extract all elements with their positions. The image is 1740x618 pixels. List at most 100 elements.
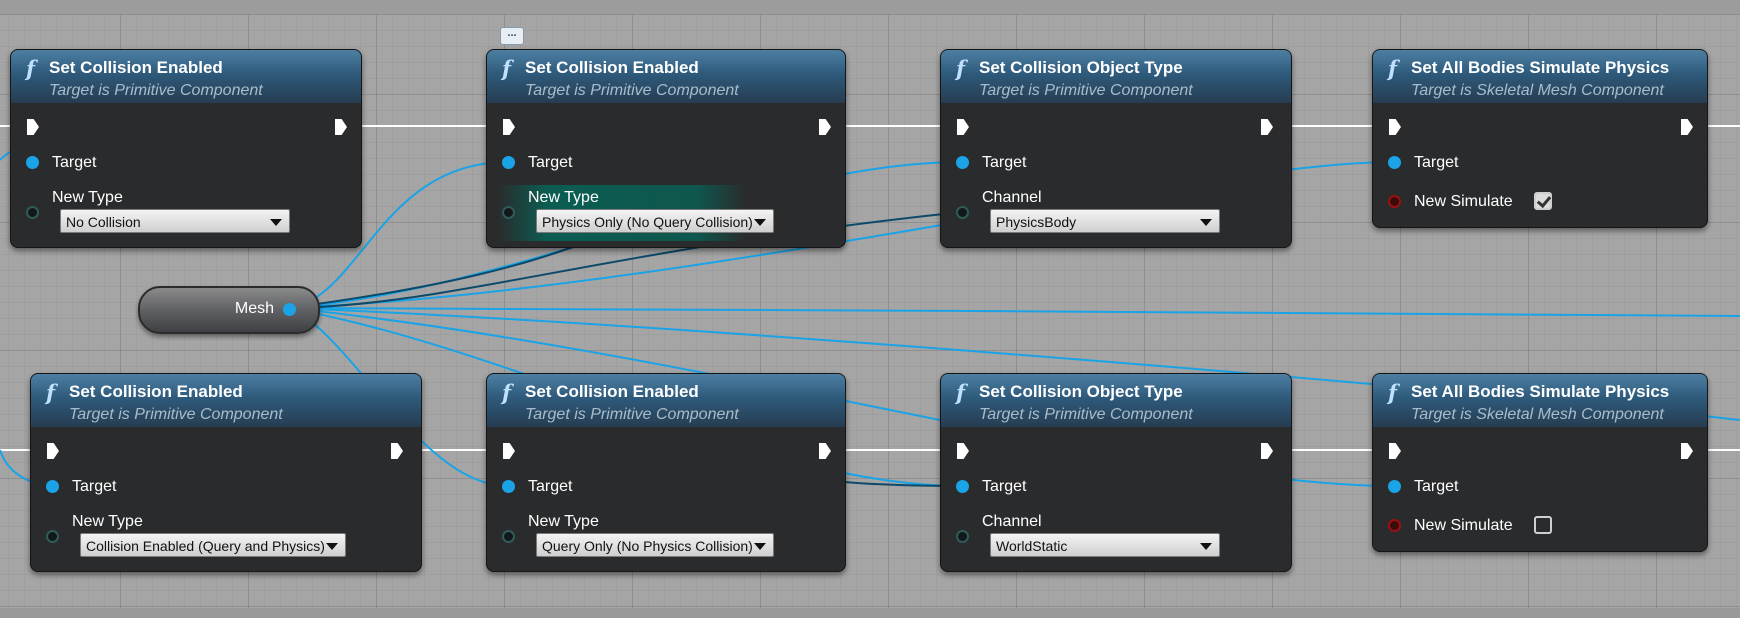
node-subtitle: Target is Skeletal Mesh Component [1411,406,1664,423]
exec-in-pin-icon[interactable] [27,119,39,135]
target-label: Target [1414,154,1459,171]
node-title: Set All Bodies Simulate Physics [1411,58,1670,77]
function-icon: f [956,56,966,81]
node-title: Set Collision Enabled [69,382,243,401]
exec-out-pin-icon[interactable] [1681,119,1693,135]
new-type-pin[interactable] [46,530,59,543]
node-set-all-bodies-simulate-physics-bot[interactable]: f Set All Bodies Simulate Physics Target… [1372,373,1708,552]
target-label: Target [52,154,97,171]
target-pin[interactable] [956,156,969,169]
function-icon: f [26,56,36,81]
exec-in-pin-icon[interactable] [1389,443,1401,459]
exec-in-pin-icon[interactable] [503,443,515,459]
new-type-pin[interactable] [502,206,515,219]
target-pin[interactable] [502,480,515,493]
target-pin[interactable] [1388,480,1401,493]
dropdown-value: PhysicsBody [996,214,1077,230]
node-header: f Set Collision Enabled Target is Primit… [487,50,845,103]
function-icon: f [502,56,512,81]
node-set-collision-enabled-bot-2[interactable]: f Set Collision Enabled Target is Primit… [486,373,846,572]
new-type-pin[interactable] [502,530,515,543]
comment-bubble-icon[interactable]: ... [500,27,524,45]
exec-out-pin-icon[interactable] [819,119,831,135]
function-icon: f [1388,56,1398,81]
node-header: f Set Collision Object Type Target is Pr… [941,50,1291,103]
node-set-collision-enabled-top-2[interactable]: f Set Collision Enabled Target is Primit… [486,49,846,248]
new-type-label: New Type [528,513,599,530]
node-set-collision-enabled-top-1[interactable]: f Set Collision Enabled Target is Primit… [10,49,362,248]
target-label: Target [982,154,1027,171]
new-type-label: New Type [528,189,599,206]
node-subtitle: Target is Primitive Component [525,82,739,99]
node-title: Set Collision Enabled [525,58,699,77]
chevron-down-icon [1200,543,1212,550]
channel-dropdown[interactable]: PhysicsBody [990,209,1220,233]
node-subtitle: Target is Primitive Component [49,82,263,99]
node-title: Set Collision Enabled [525,382,699,401]
node-set-collision-enabled-bot-1[interactable]: f Set Collision Enabled Target is Primit… [30,373,422,572]
exec-out-pin-icon[interactable] [1681,443,1693,459]
target-pin[interactable] [502,156,515,169]
node-header: f Set Collision Enabled Target is Primit… [31,374,421,427]
exec-in-pin-icon[interactable] [47,443,59,459]
function-icon: f [46,380,56,405]
target-pin[interactable] [26,156,39,169]
node-header: f Set Collision Enabled Target is Primit… [11,50,361,103]
dropdown-value: No Collision [66,214,141,230]
channel-pin[interactable] [956,530,969,543]
mesh-label: Mesh [234,300,274,317]
node-title: Set All Bodies Simulate Physics [1411,382,1670,401]
function-icon: f [1388,380,1398,405]
exec-in-pin-icon[interactable] [503,119,515,135]
new-simulate-pin[interactable] [1388,195,1401,208]
exec-out-pin-icon[interactable] [391,443,403,459]
dropdown-value: Collision Enabled (Query and Physics) [86,538,325,554]
node-set-collision-object-type-bot[interactable]: f Set Collision Object Type Target is Pr… [940,373,1292,572]
exec-in-pin-icon[interactable] [957,443,969,459]
mesh-output-pin[interactable] [283,303,296,316]
chevron-down-icon [754,543,766,550]
target-pin[interactable] [1388,156,1401,169]
mesh-variable-node[interactable]: Mesh [138,286,320,334]
channel-label: Channel [982,513,1042,530]
target-label: Target [1414,478,1459,495]
target-label: Target [982,478,1027,495]
new-type-pin[interactable] [26,206,39,219]
node-subtitle: Target is Primitive Component [979,406,1193,423]
target-pin[interactable] [956,480,969,493]
dropdown-value: Physics Only (No Query Collision) [542,214,753,230]
chevron-down-icon [754,219,766,226]
target-wire [287,307,1740,317]
dropdown-value: Query Only (No Physics Collision) [542,538,753,554]
channel-pin[interactable] [956,206,969,219]
node-subtitle: Target is Primitive Component [69,406,283,423]
exec-in-pin-icon[interactable] [957,119,969,135]
new-simulate-checkbox[interactable] [1534,516,1552,534]
exec-out-pin-icon[interactable] [819,443,831,459]
new-type-dropdown[interactable]: Physics Only (No Query Collision) [536,209,774,233]
target-pin[interactable] [46,480,59,493]
channel-label: Channel [982,189,1042,206]
new-type-label: New Type [72,513,143,530]
target-label: Target [528,154,573,171]
node-set-all-bodies-simulate-physics-top[interactable]: f Set All Bodies Simulate Physics Target… [1372,49,1708,228]
node-header: f Set Collision Object Type Target is Pr… [941,374,1291,427]
exec-out-pin-icon[interactable] [335,119,347,135]
node-set-collision-object-type-top[interactable]: f Set Collision Object Type Target is Pr… [940,49,1292,248]
channel-dropdown[interactable]: WorldStatic [990,533,1220,557]
node-header: f Set All Bodies Simulate Physics Target… [1373,374,1707,427]
exec-out-pin-icon[interactable] [1261,443,1273,459]
node-title: Set Collision Object Type [979,58,1183,77]
node-header: f Set All Bodies Simulate Physics Target… [1373,50,1707,103]
new-simulate-checkbox[interactable] [1534,192,1552,210]
function-icon: f [956,380,966,405]
function-icon: f [502,380,512,405]
exec-out-pin-icon[interactable] [1261,119,1273,135]
node-title: Set Collision Object Type [979,382,1183,401]
new-type-label: New Type [52,189,123,206]
new-simulate-pin[interactable] [1388,519,1401,532]
new-type-dropdown[interactable]: No Collision [60,209,290,233]
exec-in-pin-icon[interactable] [1389,119,1401,135]
new-type-dropdown[interactable]: Query Only (No Physics Collision) [536,533,774,557]
new-type-dropdown[interactable]: Collision Enabled (Query and Physics) [80,533,346,557]
